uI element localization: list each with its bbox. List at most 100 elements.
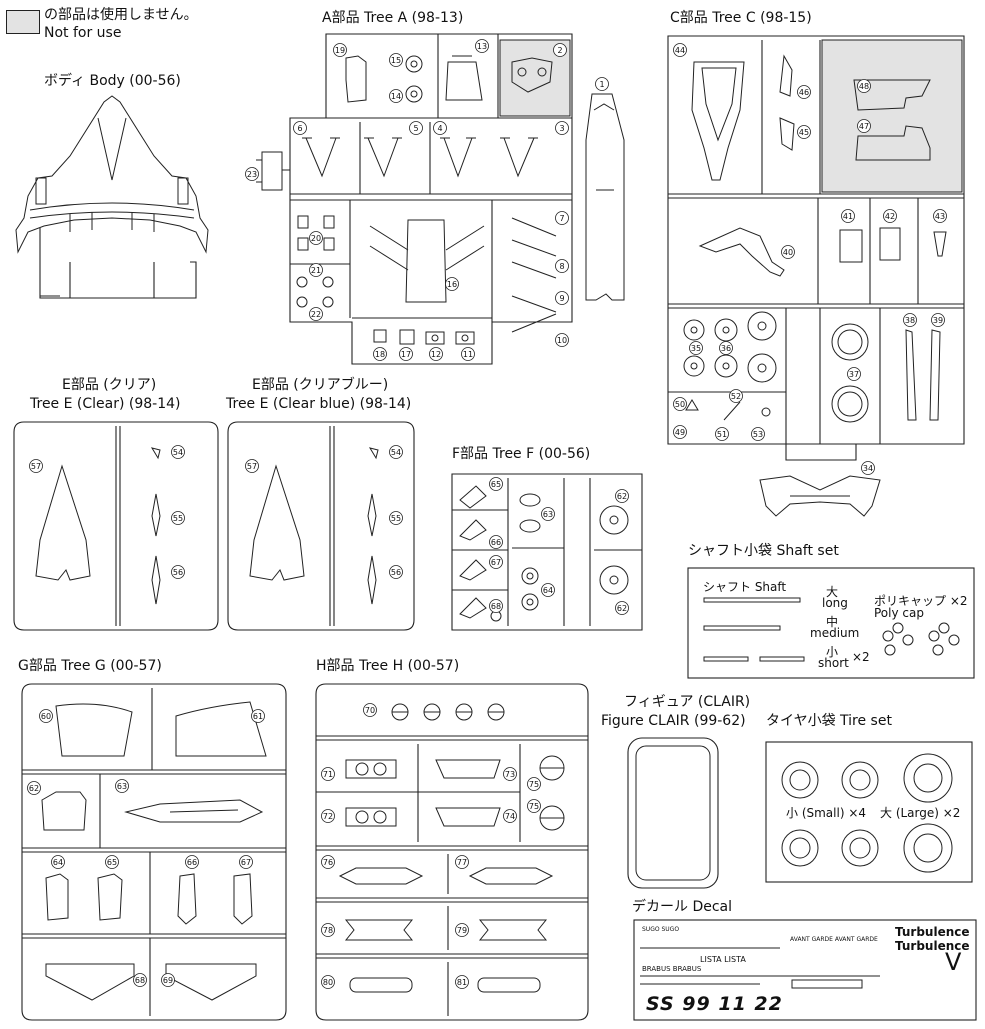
svg-text:72: 72 <box>323 812 333 821</box>
svg-text:52: 52 <box>731 392 741 401</box>
svg-text:64: 64 <box>543 586 553 595</box>
part-number-a-8: 8 <box>555 259 569 273</box>
part-number-h-74: 74 <box>503 809 517 823</box>
tree-e-blue-title-en: Tree E (Clear blue) (98-14) <box>226 396 412 412</box>
part-number-a-9: 9 <box>555 291 569 305</box>
part-number-a-7: 7 <box>555 211 569 225</box>
svg-text:63: 63 <box>117 782 127 791</box>
part-number-e_clear-56: 56 <box>171 565 185 579</box>
svg-text:4: 4 <box>437 124 442 133</box>
figure-title-jp: フィギュア (CLAIR) <box>624 694 751 710</box>
part-number-g-68: 68 <box>133 973 147 987</box>
svg-text:76: 76 <box>323 858 333 867</box>
part-number-c-45: 45 <box>797 125 811 139</box>
shaft-set-box <box>687 567 975 679</box>
part-number-g-62: 62 <box>27 781 41 795</box>
decal-row2: AVANT GARDE AVANT GARDE <box>790 936 878 943</box>
svg-text:80: 80 <box>323 978 333 987</box>
svg-text:34: 34 <box>863 464 873 473</box>
part-number-c-48: 48 <box>857 79 871 93</box>
svg-text:1: 1 <box>599 80 604 89</box>
svg-text:75: 75 <box>529 780 539 789</box>
svg-text:35: 35 <box>691 344 701 353</box>
svg-text:51: 51 <box>717 430 727 439</box>
decal-turbulence-2: Turbulence <box>895 939 970 953</box>
part-number-f-68: 68 <box>489 599 503 613</box>
part-number-c-35: 35 <box>689 341 703 355</box>
svg-text:14: 14 <box>391 92 401 101</box>
decal-row3: LISTA LISTA <box>700 955 746 964</box>
svg-text:7: 7 <box>559 214 564 223</box>
svg-text:39: 39 <box>933 316 943 325</box>
svg-text:64: 64 <box>53 858 63 867</box>
tree-g-title: G部品 Tree G (00-57) <box>18 658 162 674</box>
svg-text:20: 20 <box>311 234 321 243</box>
svg-text:23: 23 <box>247 170 257 179</box>
svg-text:55: 55 <box>391 514 401 523</box>
part-number-e_clear-55: 55 <box>171 511 185 525</box>
shaft-medium-en: medium <box>810 626 860 640</box>
part-number-c-44: 44 <box>673 43 687 57</box>
svg-text:62: 62 <box>29 784 39 793</box>
part-number-c-37: 37 <box>847 367 861 381</box>
part-number-c-50: 50 <box>673 397 687 411</box>
part-number-f-62: 62 <box>615 601 629 615</box>
part-number-g-65: 65 <box>105 855 119 869</box>
part-number-c-36: 36 <box>719 341 733 355</box>
part-number-f-62: 62 <box>615 489 629 503</box>
svg-text:6: 6 <box>297 124 302 133</box>
part-number-c-40: 40 <box>781 245 795 259</box>
part-number-e_blue-54: 54 <box>389 445 403 459</box>
svg-text:48: 48 <box>859 82 869 91</box>
part-number-a-10: 10 <box>555 333 569 347</box>
svg-text:67: 67 <box>491 558 501 567</box>
part-number-h-72: 72 <box>321 809 335 823</box>
tree-g <box>21 683 287 1021</box>
svg-text:47: 47 <box>859 122 869 131</box>
svg-text:17: 17 <box>401 350 411 359</box>
svg-text:42: 42 <box>885 212 895 221</box>
svg-text:74: 74 <box>505 812 515 821</box>
svg-text:62: 62 <box>617 604 627 613</box>
decal-title: デカール Decal <box>632 899 733 915</box>
svg-text:3: 3 <box>559 124 564 133</box>
svg-text:10: 10 <box>557 336 567 345</box>
shaft-label: シャフト Shaft <box>703 580 787 594</box>
legend-en: Not for use <box>44 25 122 41</box>
part-number-f-64: 64 <box>541 583 555 597</box>
part-number-h-75: 75 <box>527 777 541 791</box>
shaft-long-jp: 大 <box>826 585 839 599</box>
svg-text:56: 56 <box>391 568 401 577</box>
svg-text:65: 65 <box>107 858 117 867</box>
svg-text:60: 60 <box>41 712 51 721</box>
svg-text:40: 40 <box>783 248 793 257</box>
svg-text:19: 19 <box>335 46 345 55</box>
svg-text:77: 77 <box>457 858 467 867</box>
svg-text:5: 5 <box>413 124 418 133</box>
part-number-a-5: 5 <box>409 121 423 135</box>
svg-text:56: 56 <box>173 568 183 577</box>
svg-text:65: 65 <box>491 480 501 489</box>
part-number-c-46: 46 <box>797 85 811 99</box>
decal-big-letters: SS 99 11 22 <box>646 993 783 1015</box>
svg-text:79: 79 <box>457 926 467 935</box>
svg-text:37: 37 <box>849 370 859 379</box>
legend-jp: の部品は使用しません。 <box>44 7 198 23</box>
shaft-short-jp: 小 <box>826 645 839 659</box>
part-number-a-16: 16 <box>445 277 459 291</box>
decal-v-mark: V <box>945 948 962 976</box>
tree-e-blue <box>227 421 415 631</box>
svg-text:21: 21 <box>311 266 321 275</box>
svg-text:69: 69 <box>163 976 173 985</box>
part-number-a-17: 17 <box>399 347 413 361</box>
svg-text:8: 8 <box>559 262 564 271</box>
svg-text:41: 41 <box>843 212 853 221</box>
part-number-h-77: 77 <box>455 855 469 869</box>
polycap-en: Poly cap <box>874 606 924 620</box>
svg-text:49: 49 <box>675 428 685 437</box>
part-number-h-75: 75 <box>527 799 541 813</box>
part-number-c-39: 39 <box>931 313 945 327</box>
svg-text:67: 67 <box>241 858 251 867</box>
svg-text:15: 15 <box>391 56 401 65</box>
part-number-g-60: 60 <box>39 709 53 723</box>
